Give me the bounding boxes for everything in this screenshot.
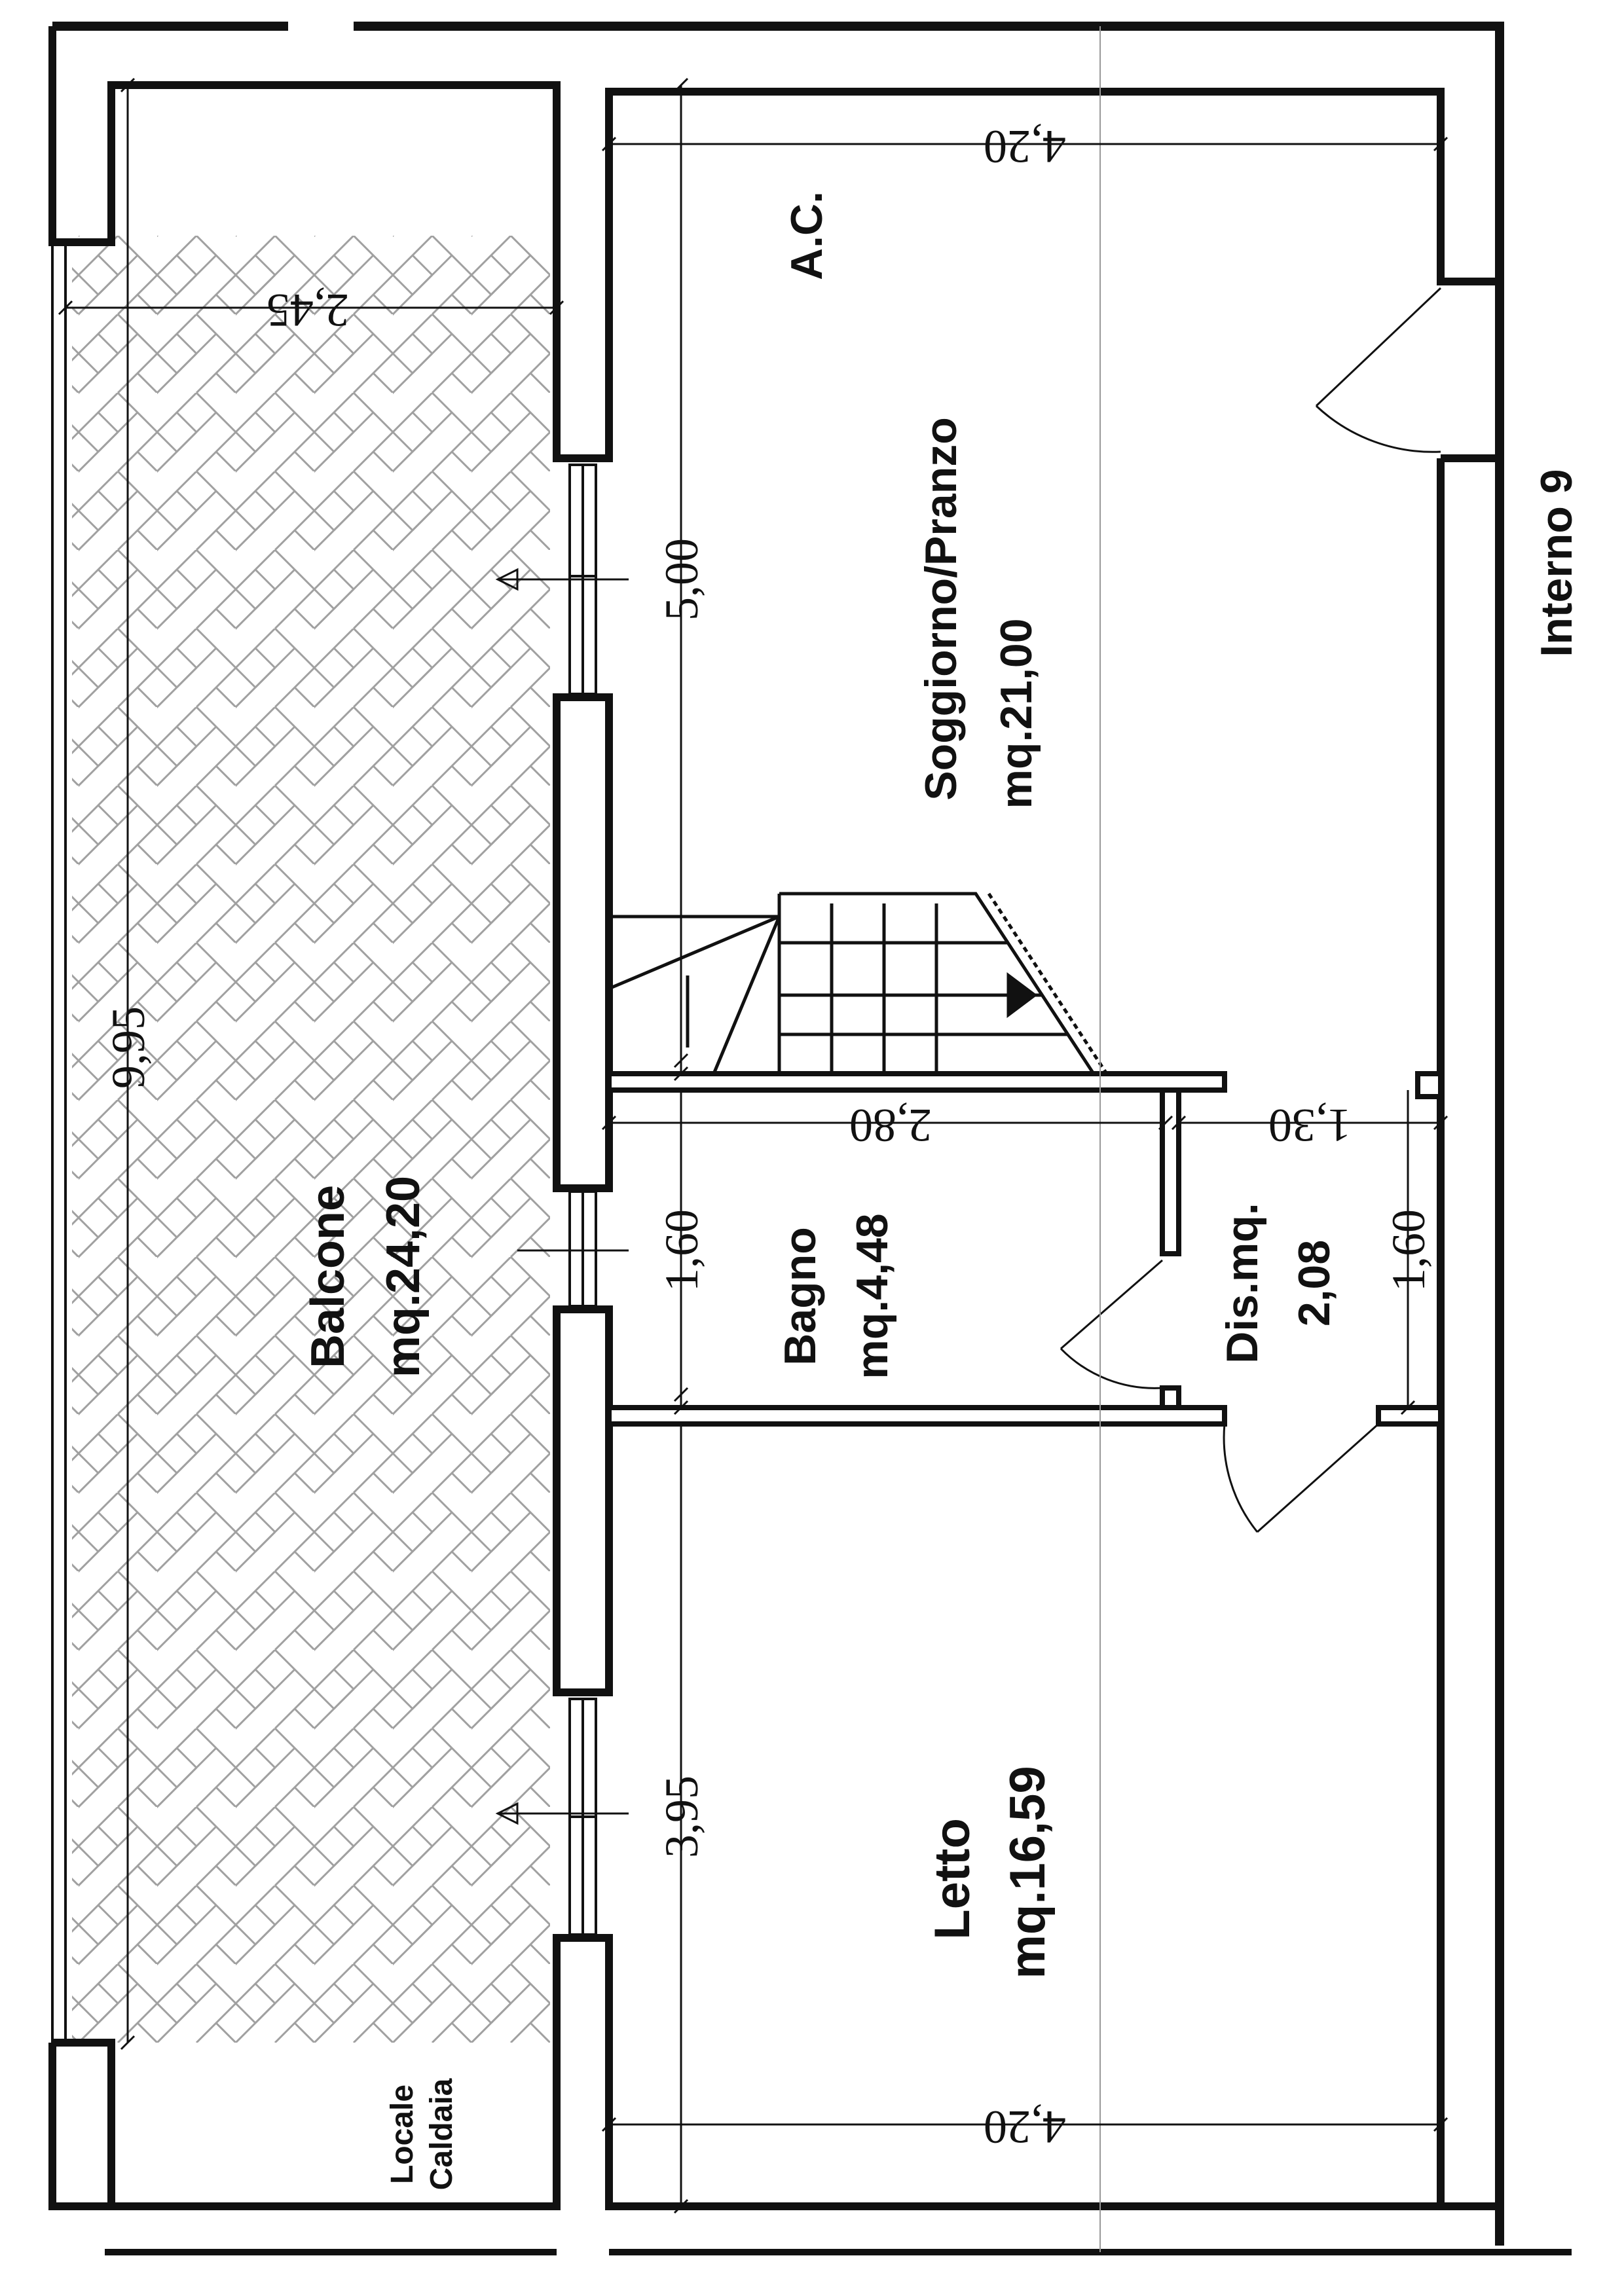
partitions (606, 1071, 1443, 1427)
room-balcone-name: Balcone (302, 1185, 354, 1368)
room-dis-name: Dis.mq. (1217, 1203, 1267, 1364)
dim-dis-width: 1,30 (1268, 1099, 1351, 1152)
dim-letto-length: 3,95 (655, 1776, 708, 1858)
stair-arrow (1006, 972, 1038, 1018)
entry-door (1315, 287, 1442, 453)
staircase (608, 892, 1109, 1075)
bottom-wall (48, 1934, 1441, 2210)
balcony-floor (72, 236, 550, 2043)
windows (568, 464, 597, 1936)
dim-balcony-length: 9,95 (102, 1006, 155, 1089)
wall-pier-1 (553, 693, 613, 1192)
room-labels: A.C. Soggiorno/Pranzo mq.21,00 Balcone m… (302, 191, 1581, 2190)
room-letto-area: mq.16,59 (1000, 1766, 1056, 1978)
room-caldaia-line2: Caldaia (424, 2078, 459, 2190)
dis-door (1223, 1423, 1379, 1533)
dim-soggiorno-length: 5,00 (655, 538, 708, 621)
partition-dis-stub-top (1415, 1071, 1443, 1099)
dim-bagno-length: 1,60 (655, 1209, 708, 1292)
balcony-railing (51, 242, 67, 2043)
partition-bagno-dis (1160, 1087, 1181, 1256)
dim-balcony-depth: 2,45 (267, 284, 349, 337)
dimension-labels: 4,20 2,45 5,00 9,95 2,80 1,30 1,60 1,60 … (102, 120, 1435, 2153)
room-bagno-area: mq.4,48 (847, 1213, 897, 1379)
room-caldaia-line1: Locale (385, 2085, 420, 2184)
room-bagno-name: Bagno (775, 1227, 825, 1366)
doors (1060, 287, 1442, 1533)
top-outer-wall (52, 22, 1504, 2246)
balcony-top-wall (48, 26, 1500, 462)
bagno-door (1060, 1259, 1163, 1389)
dimension-lines (58, 77, 1449, 2214)
dim-bottom-width: 4,20 (984, 2101, 1066, 2153)
room-soggiorno-name: Soggiorno/Pranzo (916, 417, 966, 801)
balcony-bottom-wall (52, 2039, 115, 2206)
partition-soggiorno-bagno (606, 1071, 1227, 1093)
room-balcone-area: mq.24,20 (377, 1176, 430, 1377)
unit-interno-label: Interno 9 (1532, 469, 1581, 657)
partition-bagno-stub (1160, 1385, 1181, 1410)
window-arrows (495, 568, 629, 1825)
dim-top-width: 4,20 (984, 120, 1066, 173)
right-wall (1437, 454, 1500, 2210)
partition-dis-stub-bottom (1376, 1405, 1443, 1427)
room-dis-area: 2,08 (1289, 1240, 1339, 1326)
room-ac-label: A.C. (782, 191, 832, 280)
dim-dis-length: 1,60 (1382, 1209, 1435, 1292)
wall-pier-2 (553, 1305, 613, 1696)
partition-bagno-letto (606, 1405, 1227, 1427)
walls (48, 22, 1572, 2255)
room-soggiorno-area: mq.21,00 (991, 618, 1041, 809)
room-letto-name: Letto (925, 1818, 980, 1940)
dim-bagno-width: 2,80 (849, 1099, 932, 1152)
